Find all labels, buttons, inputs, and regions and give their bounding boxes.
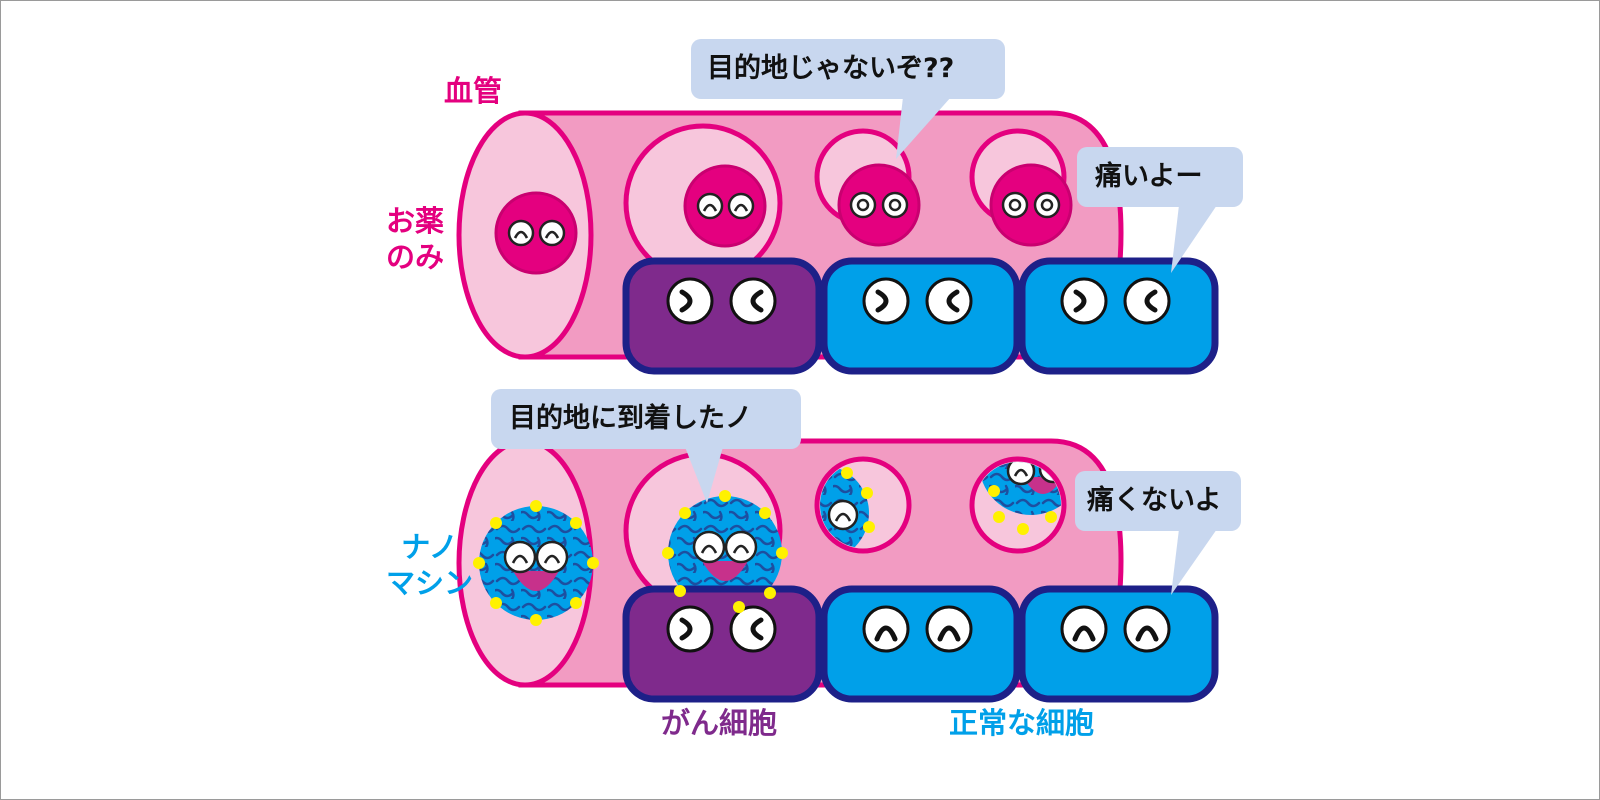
top-normal-cell-2-hurting — [1018, 257, 1219, 375]
label-nano-machine-line-2: マシン — [386, 566, 474, 601]
bubble-text-wrong-destination: 目的地じゃないぞ?? — [707, 53, 955, 84]
bottom-nanomachine-3-partial — [820, 465, 875, 548]
bottom-cancer-cell — [622, 585, 823, 703]
top-drug-particle-4-confused — [989, 163, 1073, 247]
label-cancer-cell: がん細胞 — [661, 706, 778, 740]
top-drug-particle-2 — [683, 164, 767, 248]
bubble-text-it-hurts: 痛いよー — [1095, 161, 1203, 192]
label-nano-machine-line-1: ナノ — [401, 530, 458, 564]
top-normal-cell-1-hurting — [820, 257, 1021, 375]
top-bubble-wrong-destination — [691, 39, 1005, 159]
top-drug-particle-1 — [494, 191, 578, 275]
label-normal-cell: 正常な細胞 — [949, 706, 1095, 740]
bottom-normal-cell-2-happy — [1018, 585, 1219, 703]
bubble-text-arrived: 目的地に到着したノ — [509, 403, 752, 434]
label-drug-only-line-1: お薬 — [386, 204, 445, 238]
top-cancer-cell — [622, 257, 823, 375]
bottom-bubble-no-pain — [1075, 471, 1241, 595]
bottom-nanomachine-2-arrived — [662, 490, 788, 616]
top-panel — [456, 39, 1243, 375]
bottom-normal-cell-1-happy — [820, 585, 1021, 703]
top-bubble-it-hurts — [1077, 147, 1243, 273]
bottom-panel — [456, 389, 1241, 703]
bottom-nanomachine-1 — [473, 500, 599, 626]
bottom-nanomachine-2-contact-dots — [674, 585, 776, 613]
label-nano-machine: ナノ マシン — [386, 529, 473, 602]
top-drug-particle-3-confused — [837, 163, 921, 247]
bubble-text-no-pain: 痛くないよ — [1087, 485, 1222, 516]
label-drug-only: お薬 のみ — [386, 203, 444, 276]
label-blood-vessel: 血管 — [444, 74, 503, 108]
label-drug-only-line-2: のみ — [386, 240, 445, 275]
bottom-bubble-arrived — [491, 389, 801, 503]
